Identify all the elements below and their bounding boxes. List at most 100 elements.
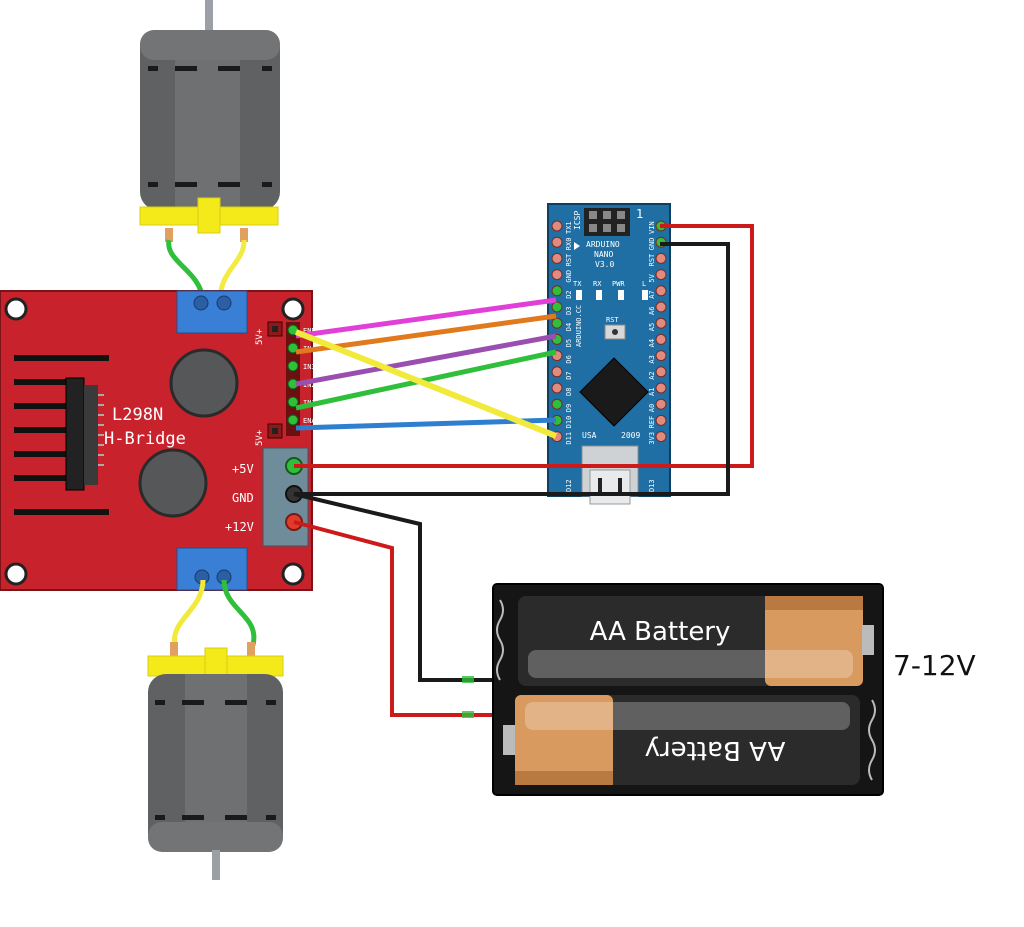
rst-button-label: RST — [606, 316, 619, 324]
bottom-motor — [147, 642, 284, 880]
label-gnd: GND — [232, 491, 254, 505]
nano-pin-a1 — [655, 382, 667, 394]
l298n-pin-in1 — [287, 396, 299, 408]
nano-pin-label: RST — [648, 253, 656, 266]
nano-pin-a7 — [655, 285, 667, 297]
icsp-label: ICSP — [573, 211, 582, 230]
nano-pin-label: D10 — [565, 416, 573, 429]
year-label: 2009 — [621, 431, 640, 440]
pin-5v-top: 5V+ — [255, 328, 265, 345]
led-l-label: L — [642, 280, 646, 288]
top-motor-shaft — [205, 0, 213, 34]
l298n-pin-ena — [287, 414, 299, 426]
wire-magenta — [295, 297, 557, 339]
nano-pin-label: A4 — [648, 339, 656, 347]
nano-pin-d9 — [551, 398, 563, 410]
wire-battery-gnd — [293, 492, 494, 682]
arduino-nano: ICSP 1 ARDUINO NANO V3.0 TX RX PWR L ARD… — [547, 203, 671, 505]
voltage-label: 7-12V — [893, 649, 976, 682]
wire-battery-12v — [293, 520, 494, 717]
nano-title-3: V3.0 — [595, 260, 614, 269]
led-tx-label: TX — [573, 280, 582, 288]
mount-hole — [4, 297, 28, 321]
led-rx-label: RX — [593, 280, 602, 288]
l298n-pin-label: IN2 — [303, 381, 316, 389]
nano-pin-label: A3 — [648, 355, 656, 363]
nano-pin-tx1 — [551, 220, 563, 232]
capacitor — [138, 448, 208, 518]
nano-pin-5v — [655, 269, 667, 281]
mount-hole — [281, 297, 305, 321]
nano-pin-d8 — [551, 382, 563, 394]
nano-pin-label: D2 — [565, 290, 573, 298]
l298n-pin-label: IN3 — [303, 363, 316, 371]
nano-pin-label: VIN — [648, 221, 656, 234]
nano-pin-rst — [551, 252, 563, 264]
nano-pin-label: REF — [648, 416, 656, 429]
l298n-pin-label: ENA — [303, 417, 316, 425]
nano-pin-label: D13 — [648, 479, 656, 492]
nano-pin-d3 — [551, 301, 563, 313]
bottom-motor-shaft — [212, 850, 220, 880]
nano-pin-label: D12 — [565, 479, 573, 492]
nano-pin-ref — [655, 414, 667, 426]
battery-label-top: AA Battery — [590, 617, 731, 647]
usa-label: USA — [582, 431, 597, 440]
icsp-pin-number: 1 — [636, 207, 643, 221]
led-pwr-label: PWR — [612, 280, 625, 288]
nano-pin-label: 5V — [648, 273, 656, 282]
nano-pin-a0 — [655, 398, 667, 410]
nano-pin-d7 — [551, 366, 563, 378]
nano-pin-label: D3 — [565, 307, 573, 315]
nano-pin-rx0 — [551, 236, 563, 248]
l298n-title-2: H-Bridge — [104, 429, 186, 449]
nano-pin-label: D4 — [565, 323, 573, 331]
wire-5v-red — [294, 224, 754, 468]
label-plus12v: +12V — [225, 520, 254, 534]
signal-wires — [294, 297, 558, 439]
nano-pin-label: A5 — [648, 323, 656, 331]
wire-gnd-black — [294, 242, 730, 496]
nano-pin-rst — [655, 252, 667, 264]
battery-label-bottom: AA Battery — [645, 735, 786, 765]
motor-terminal-top — [176, 290, 248, 334]
nano-pin-a6 — [655, 301, 667, 313]
motor-terminal-bottom — [176, 547, 248, 591]
nano-pin-label: 3V3 — [648, 432, 656, 445]
nano-pin-label: A2 — [648, 371, 656, 379]
nano-pin-label: D5 — [565, 339, 573, 347]
nano-pin-label: D6 — [565, 355, 573, 363]
nano-pin-label: D7 — [565, 371, 573, 379]
pin-5v-bottom: 5V+ — [255, 429, 265, 446]
mount-hole — [281, 562, 305, 586]
nano-pin-a5 — [655, 317, 667, 329]
nano-pin-gnd — [551, 269, 563, 281]
wire-green — [295, 349, 557, 411]
nano-pin-label: D9 — [565, 404, 573, 412]
capacitor — [169, 348, 239, 418]
nano-pin-label: A7 — [648, 290, 656, 298]
heatsink — [14, 355, 109, 515]
l298n-pin-in4 — [287, 342, 299, 354]
wire-yellow — [294, 329, 558, 439]
top-motor — [139, 0, 280, 242]
nano-pin-a4 — [655, 333, 667, 345]
microcontroller-chip — [579, 357, 649, 427]
nano-pin-label: D11 — [565, 432, 573, 445]
nano-pin-label: TX1 — [565, 221, 573, 234]
nano-pin-label: A1 — [648, 388, 656, 396]
wire-orange — [295, 313, 557, 355]
l298n-title-1: L298N — [112, 405, 163, 425]
l298n-pin-label: ENB — [303, 327, 316, 335]
l298n-pin-in3 — [287, 360, 299, 372]
nano-pin-label: GND — [648, 238, 656, 251]
l298n-board: L298N H-Bridge 5V+ 5V+ ENBIN4IN3IN2IN1EN… — [0, 290, 316, 591]
nano-title-1: ARDUINO — [586, 240, 620, 249]
wire-purple — [295, 333, 557, 387]
nano-pin-d2 — [551, 285, 563, 297]
nano-pin-a3 — [655, 350, 667, 362]
label-plus5v: +5V — [232, 462, 254, 476]
nano-title-2: NANO — [594, 250, 613, 259]
nano-pin-d4 — [551, 317, 563, 329]
